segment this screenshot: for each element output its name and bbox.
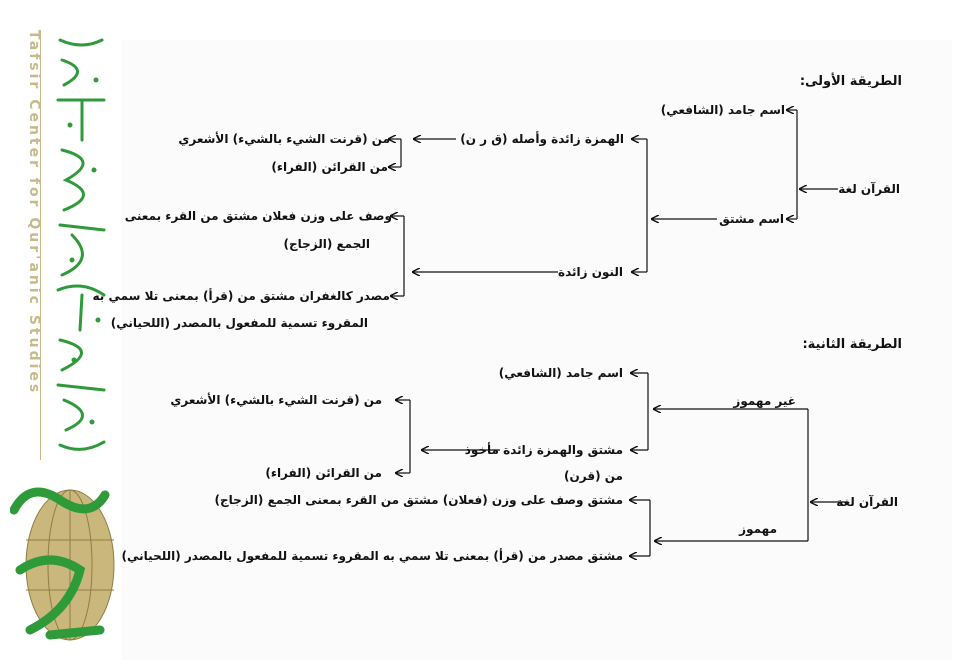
method1-mushtaq: اسم مشتق [719, 212, 784, 226]
method2-heading: الطريقة الثانية: [802, 337, 902, 352]
method1-nun-zaida: النون زائدة [557, 265, 623, 279]
globe-logo-icon [10, 487, 115, 641]
method1-root: القرآن لغة [838, 182, 900, 196]
method2-jamid: اسم جامد (الشافعي) [498, 366, 623, 380]
method1-masdar-line2: المقروء تسمية للمفعول بالمصدر (اللحياني) [110, 316, 368, 330]
method2-mushtaq-line1: مشتق والهمزة زائدة مأخوذ [464, 443, 623, 457]
center-name: Tafsir Center for Qur'anic Studies [26, 30, 42, 396]
method2-qarantu: من (قرنت الشيء بالشيء) الأشعري [170, 393, 382, 407]
method1-wasf-line2: الجمع (الزجاج) [283, 237, 370, 251]
method1-qarain: من القرائن (الفراء) [271, 160, 388, 174]
method2-root: القرآن لغة [836, 495, 898, 509]
sidebar: Tafsir Center for Qur'anic Studies [0, 0, 122, 672]
method1-jamid: اسم جامد (الشافعي) [660, 103, 785, 117]
method1-hamza-zaida: الهمزة زائدة وأصله (ق ر ن) [460, 132, 624, 146]
sidebar-divider [40, 30, 41, 460]
method1-masdar-line1: مصدر كالغفران مشتق من (قرأ) بمعنى تلا سم… [92, 289, 390, 303]
method2-mahmuz: مهموز [739, 522, 777, 536]
diagram-panel [122, 40, 952, 660]
method1-wasf-line1: وصف على وزن فعلان مشتق من القرء بمعنى [124, 209, 392, 223]
method2-ghayr-mahmuz: غير مهموز [733, 394, 796, 408]
method2-mushtaq-line2: من (قرن) [564, 469, 623, 483]
method1-qarantu: من (قرنت الشيء بالشيء) الأشعري [178, 132, 390, 146]
method2-qarain: من القرائن (الفراء) [265, 466, 382, 480]
method2-wasf: مشتق وصف على وزن (فعلان) مشتق من القرء ب… [214, 493, 623, 507]
method2-masdar: مشتق مصدر من (قرأ) بمعنى تلا سمي به المق… [121, 549, 623, 563]
method1-heading: الطريقة الأولى: [799, 74, 902, 89]
arabic-calligraphy-icon [56, 38, 106, 451]
